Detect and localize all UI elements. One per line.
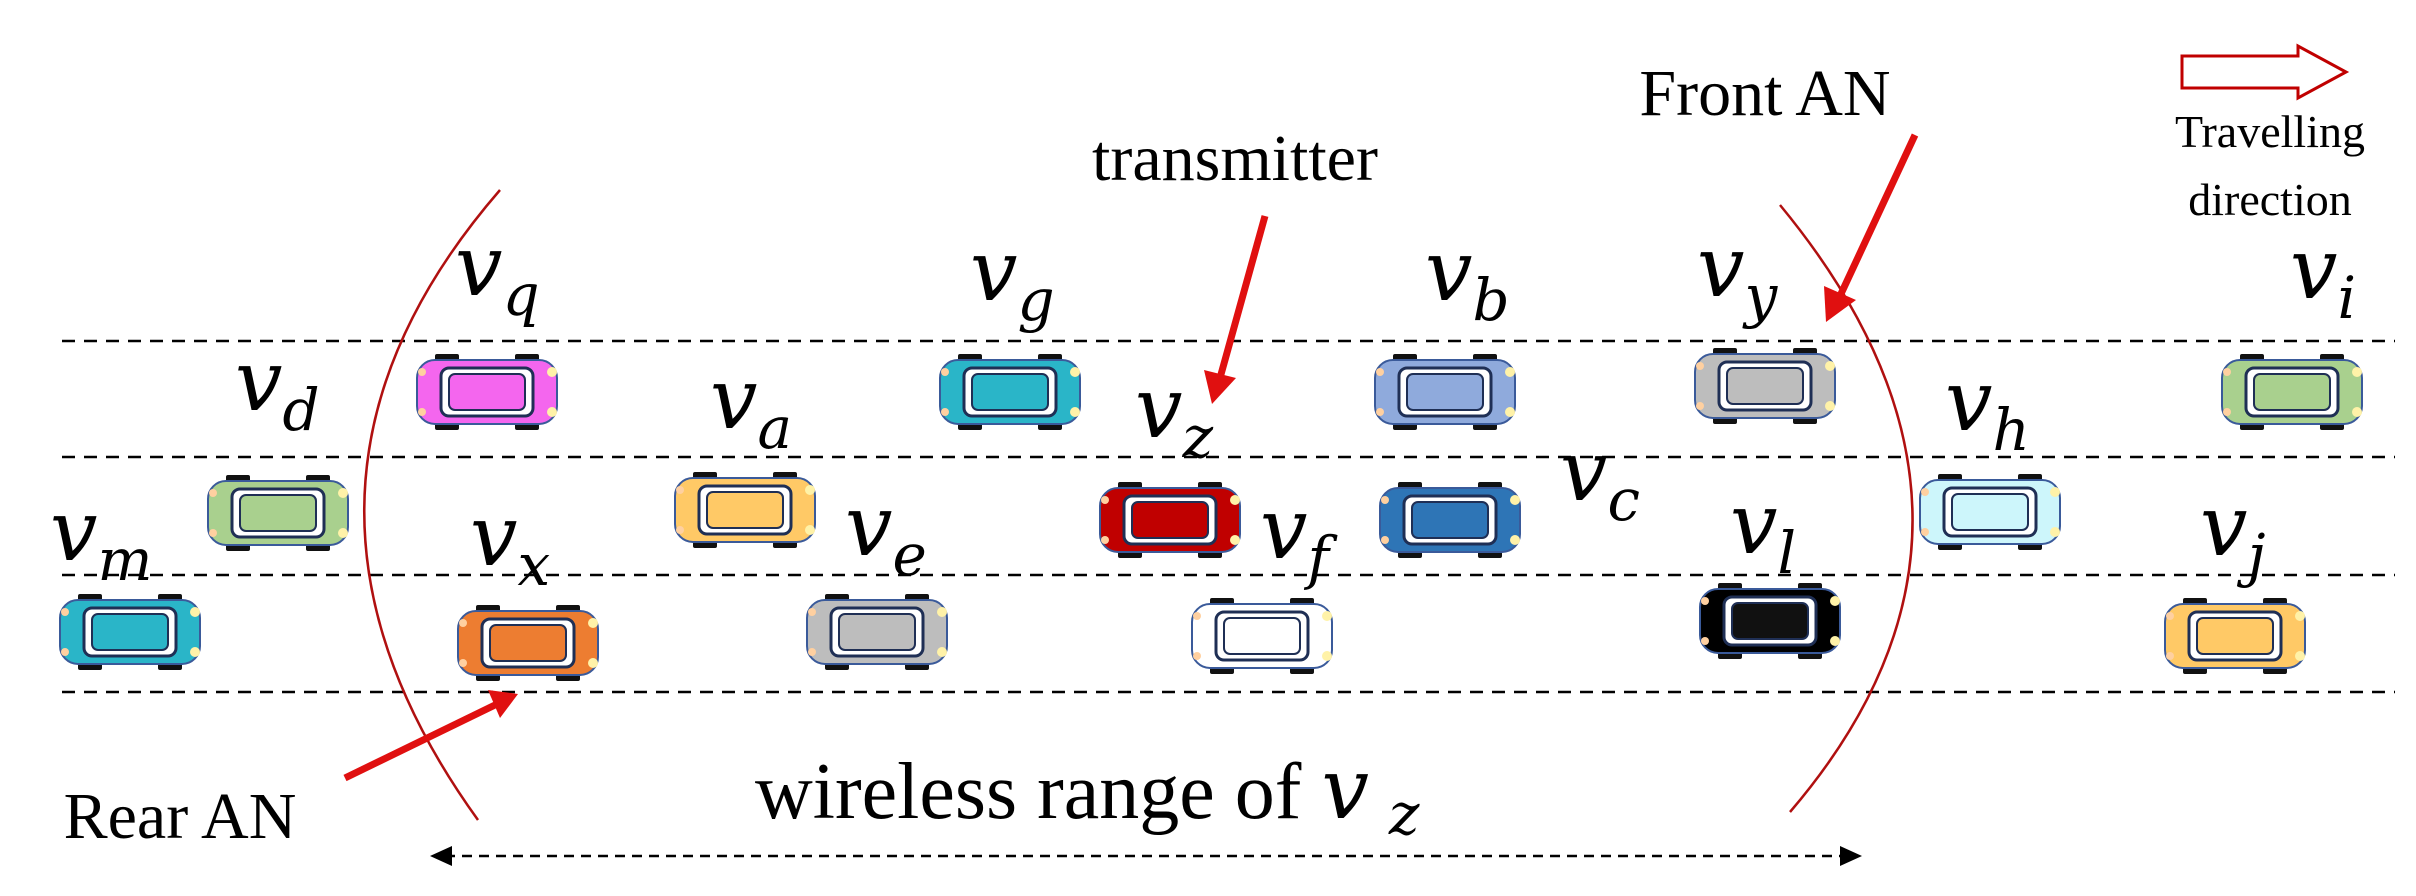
vehicle-label-sub: i [2337,264,2356,332]
wireless-range-label: wireless range of v z [755,740,1420,848]
vehicle-label-sub: m [97,526,152,594]
vehicle-label-m: vm [50,482,152,594]
vehicle-label-z: vz [1135,359,1213,471]
vehicle-label-sub: y [1741,262,1778,330]
travelling-direction-arrow-icon [2180,43,2350,101]
car-b-icon [1374,354,1516,430]
vehicle-label-sub: g [1017,266,1054,334]
vehicle-label-y: vy [1697,218,1778,330]
transmitter-label: transmitter [1092,122,1378,195]
vehicle-label-g: vg [970,222,1055,334]
car-m-icon [59,594,201,670]
wireless-range-text: wireless range of [755,748,1321,836]
rear-an-arrow [343,690,518,782]
car-f-icon [1191,598,1333,674]
vehicle-label-base: v [1560,422,1607,520]
transmitter-arrow [1204,215,1269,404]
vehicle-label-base: v [1730,475,1777,573]
car-d-icon [207,475,349,551]
wireless-range-arrow [430,846,1862,866]
vehicle-label-a: va [710,350,792,462]
vehicle-label-sub: a [757,394,792,462]
car-y-icon [1694,348,1836,424]
car-z-icon [1099,482,1241,558]
travelling-direction-line1: Travelling [2175,106,2365,157]
travelling-direction-line2: direction [2188,174,2352,225]
vehicle-label-base: v [1697,218,1744,316]
vehicle-label-x: vx [470,487,550,599]
vehicle-label-q: vq [455,217,540,329]
car-a-icon [674,472,816,548]
vehicle-label-sub: d [282,376,319,444]
vehicle-label-e: ve [845,477,927,589]
vehicle-label-base: v [1260,480,1307,578]
car-e-icon [806,594,948,670]
vehicle-label-c: vc [1560,422,1640,534]
car-l-icon [1699,583,1841,659]
vehicle-label-base: v [2200,477,2247,575]
vehicle-label-sub: l [1777,519,1796,587]
wireless-range-sub: z [1388,780,1420,848]
car-j-icon [2164,598,2306,674]
vehicle-label-sub: b [1472,266,1509,334]
vehicle-label-b: vb [1425,222,1510,334]
vehicle-label-sub: q [502,261,539,329]
car-x-icon [457,605,599,681]
vehicle-label-base: v [845,477,892,575]
vehicle-label-sub: e [892,521,926,589]
vehicle-label-d: vd [235,332,320,444]
vehicle-label-h: vh [1945,352,2030,464]
car-q-icon [416,354,558,430]
car-h-icon [1919,474,2061,550]
vehicle-label-sub: f [1303,524,1338,592]
vehicle-label-base: v [970,222,1017,320]
vehicle-label-base: v [50,482,97,580]
vehicle-label-j: vj [2200,477,2265,589]
front-an-arrow [1824,133,1919,322]
vehicle-label-base: v [1425,222,1472,320]
vehicle-label-sub: h [1992,396,2029,464]
vehicle-label-base: v [1945,352,1992,450]
vehicle-label-base: v [470,487,517,585]
vehicle-label-base: v [1135,359,1182,457]
vehicle-label-sub: z [1181,403,1213,471]
vehicle-label-sub: x [517,531,550,599]
vehicle-label-f: vf [1260,480,1338,592]
car-c-icon [1379,482,1521,558]
wireless-range-var: v [1321,740,1368,838]
vehicle-label-sub: c [1607,466,1639,534]
vehicle-label-base: v [2290,220,2337,318]
vehicle-label-base: v [235,332,282,430]
vehicle-label-base: v [455,217,502,315]
vehicle-label-l: vl [1730,475,1796,587]
vehicle-label-i: vi [2290,220,2356,332]
rear-an-label: Rear AN [64,780,297,853]
car-g-icon [939,354,1081,430]
front-an-label: Front AN [1639,57,1890,130]
range-arc-left [363,189,501,821]
car-i-icon [2221,354,2363,430]
vehicle-label-base: v [710,350,757,448]
